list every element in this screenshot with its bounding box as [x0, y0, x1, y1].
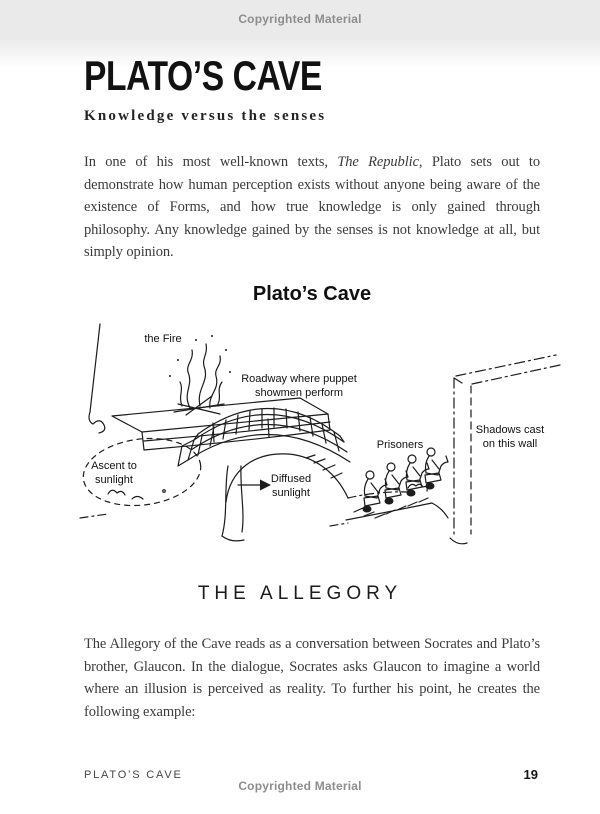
- copyright-banner-top: Copyrighted Material: [238, 12, 362, 26]
- prisoners-illustration: [362, 447, 449, 513]
- diffused-sunlight-arrow: [237, 479, 271, 491]
- intro-paragraph: In one of his most well-known texts, The…: [84, 151, 540, 264]
- label-roadway-line1: Roadway where puppet: [241, 373, 357, 385]
- book-reference-italic: The Republic: [337, 154, 419, 170]
- allegory-paragraph: The Allegory of the Cave reads as a conv…: [84, 636, 540, 720]
- label-the-fire: the Fire: [144, 333, 181, 345]
- brick-roadway-illustration: [177, 407, 351, 467]
- ascent-region-illustration: [82, 437, 202, 507]
- label-roadway-line2: showmen perform: [255, 387, 343, 399]
- fire-platform-illustration: [111, 397, 331, 451]
- page-subtitle: Knowledge versus the senses: [84, 108, 327, 124]
- cave-diagram: the Fire Roadway where puppet showmen pe…: [79, 323, 561, 545]
- label-shadows-line1: Shadows cast: [476, 424, 544, 436]
- ground-illustration: [79, 497, 449, 527]
- footer-page-number: 19: [523, 767, 538, 782]
- label-diffused-line2: sunlight: [272, 487, 310, 499]
- fire-illustration: [169, 335, 231, 416]
- rock-mound-illustration: [225, 453, 428, 503]
- intro-text-before: In one of his most well-known texts,: [84, 154, 338, 170]
- left-cliff-illustration: [88, 323, 106, 434]
- label-ascent-line2: sunlight: [95, 474, 133, 486]
- chasm-illustration: [221, 465, 245, 542]
- page-title: PLATO’S CAVE: [84, 52, 322, 99]
- intro-text-after: , Plato sets out to demonstrate how huma…: [84, 154, 541, 260]
- label-prisoners: Prisoners: [377, 439, 424, 451]
- diagram-title: Plato’s Cave: [252, 283, 372, 305]
- label-diffused-line1: Diffused: [271, 473, 311, 485]
- copyright-banner-bottom: Copyrighted Material: [238, 779, 362, 793]
- label-shadows-line2: on this wall: [483, 438, 537, 450]
- section-heading-allegory: THE ALLEGORY: [197, 583, 403, 604]
- right-wall-illustration: [449, 354, 561, 545]
- footer-running-head: PLATO’S CAVE: [84, 769, 183, 781]
- label-ascent-line1: Ascent to: [91, 460, 137, 472]
